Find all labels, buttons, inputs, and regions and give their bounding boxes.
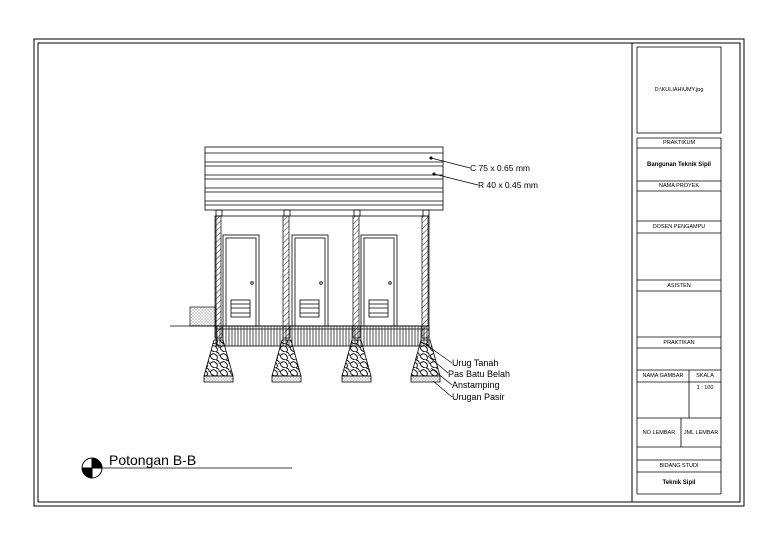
scale-value: 1 : 100 — [696, 385, 714, 391]
project-name-label: NAMA PROYEK — [658, 183, 700, 189]
door-2 — [291, 234, 329, 327]
inner-border — [37, 42, 741, 503]
assistant-label: ASISTEN — [667, 282, 691, 289]
lecturer-label: DOSEN PENGAMPU — [652, 224, 706, 230]
drawing-name-label: NAMA GAMBAR — [642, 373, 684, 379]
callout-roof-r: R 40 x 0.45 mm — [478, 180, 538, 190]
scale-label: SKALA — [696, 373, 714, 379]
title-block-frame — [636, 46, 722, 495]
foundations — [203, 325, 441, 383]
course-name: Bangunan Teknik Sipil — [647, 161, 711, 168]
door-1 — [222, 234, 260, 327]
side-wall — [189, 306, 217, 327]
door-3 — [360, 234, 398, 327]
callout-roof-c: C 75 x 0.65 mm — [470, 163, 530, 173]
callout-urug-tanah: Urug Tanah — [452, 358, 498, 368]
callout-pas-batu: Pas Batu Belah — [448, 369, 510, 379]
sheet-number-label: NO LEMBAR — [642, 429, 676, 436]
roof-support-posts — [215, 209, 430, 217]
roof — [204, 146, 444, 211]
section-title: Potongan B-B — [109, 452, 196, 468]
field-label: BIDANG STUDI — [659, 463, 699, 469]
columns — [214, 215, 429, 327]
callout-urugan-pasir: Urugan Pasir — [452, 392, 505, 402]
practitioner-label: PRAKTIKAN — [663, 339, 695, 346]
callout-anstamping: Anstamping — [452, 380, 500, 390]
title-block-image: D:\KULIAH\UMY.jpg — [654, 87, 704, 93]
section-marker-icon — [81, 457, 103, 479]
field-value: Teknik Sipil — [662, 480, 696, 486]
sheet-count-label: JML LEMBAR — [683, 429, 719, 436]
leader-lines — [424, 156, 479, 398]
praktikum-label: PRAKTIKUM — [662, 140, 696, 146]
outer-border — [33, 38, 745, 507]
